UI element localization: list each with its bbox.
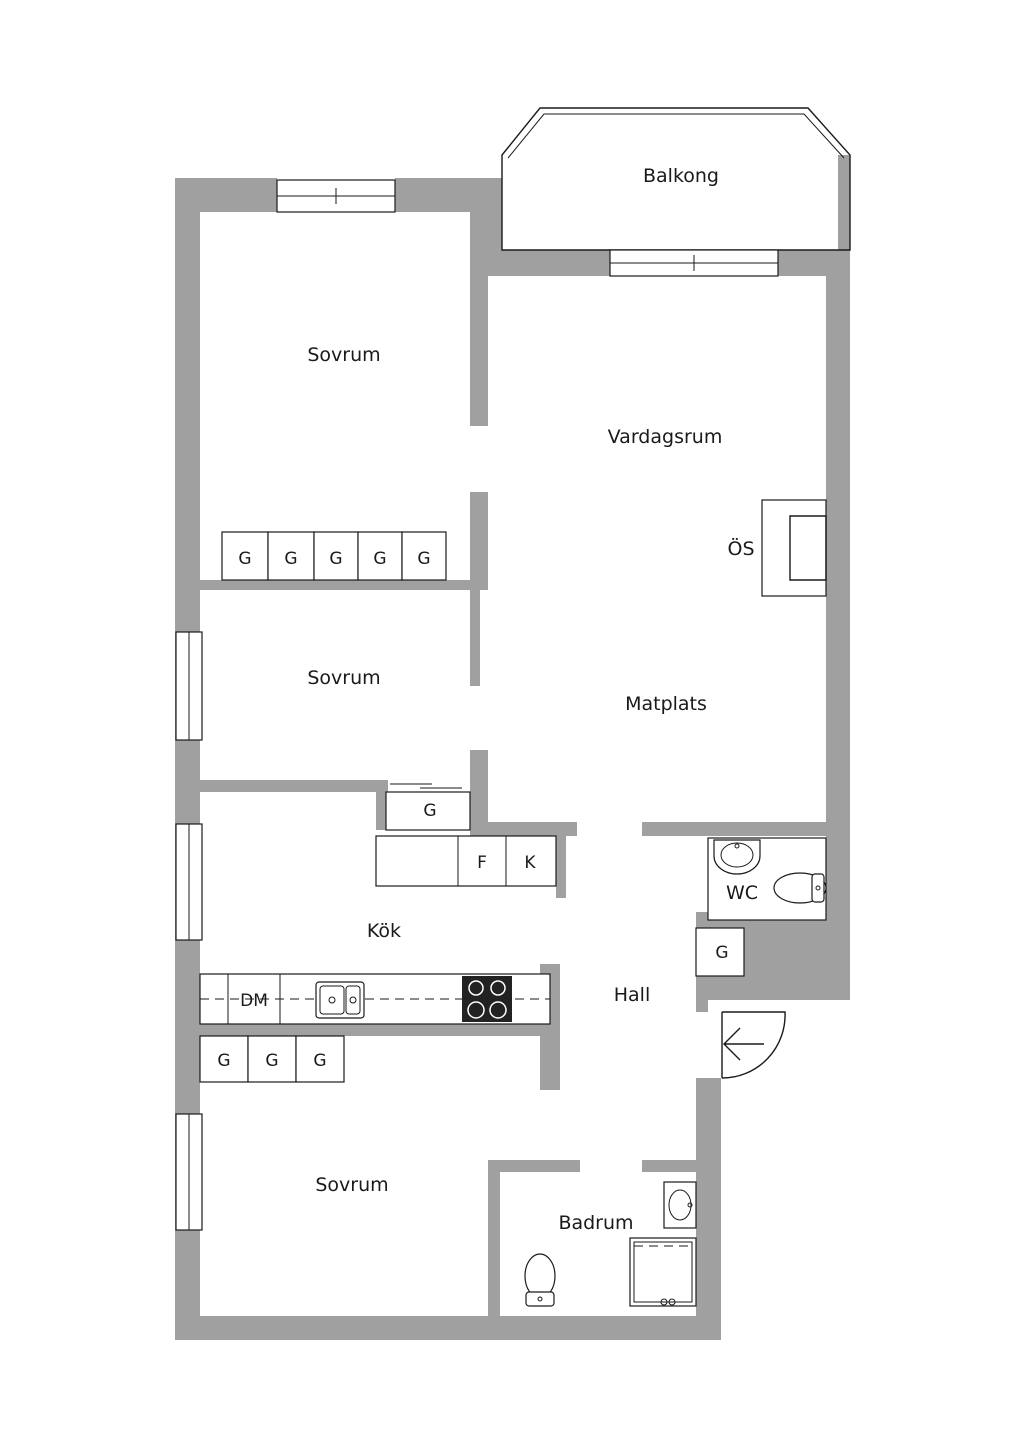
interior-outlines — [175, 107, 851, 1231]
fridge-label: F — [477, 853, 487, 873]
mid-closet: G — [385, 783, 471, 831]
room-label-bedroom-mid: Sovrum — [307, 667, 380, 689]
sink-icon — [315, 981, 365, 1019]
walls — [175, 155, 850, 1340]
room-label-balcony: Balkong — [643, 165, 719, 187]
room-label-dining: Matplats — [625, 693, 707, 715]
wc-fixtures — [713, 839, 827, 904]
kitchen-storage-row: G G G — [199, 1035, 345, 1083]
washbasin-icon — [713, 839, 761, 875]
toilet-icon — [524, 1253, 556, 1307]
closet-label: G — [715, 943, 728, 963]
room-label-hall: Hall — [614, 984, 651, 1006]
storage-label: G — [217, 1051, 230, 1071]
wardrobe-label: G — [417, 549, 430, 569]
closet-label: G — [423, 801, 436, 821]
kitchen-counter: DM — [199, 973, 551, 1025]
room-label-bathroom: Badrum — [558, 1212, 633, 1234]
stove-icon — [462, 976, 512, 1022]
washbasin-icon — [663, 1181, 697, 1229]
room-label-kitchen: Kök — [367, 920, 401, 942]
dishwasher-label: DM — [240, 991, 268, 1011]
storage-label: G — [265, 1051, 278, 1071]
room-labels: Balkong Sovrum Vardagsrum ÖS Sovrum Matp… — [307, 165, 758, 1234]
room-label-bedroom-bottom: Sovrum — [315, 1174, 388, 1196]
fridge-freezer-block: F K — [375, 835, 557, 887]
bathroom-fixtures — [524, 1181, 697, 1307]
wardrobe-label: G — [238, 549, 251, 569]
room-label-living: Vardagsrum — [608, 426, 723, 448]
toilet-icon — [773, 872, 827, 904]
wardrobe-row-top: G G G G G — [221, 531, 447, 581]
wardrobe-label: G — [373, 549, 386, 569]
room-label-bedroom-top: Sovrum — [307, 344, 380, 366]
room-label-stove: ÖS — [727, 537, 754, 560]
wardrobe-label: G — [329, 549, 342, 569]
hall-closet: G — [715, 943, 728, 963]
room-label-wc: WC — [726, 882, 758, 904]
wardrobe-label: G — [284, 549, 297, 569]
shower-icon — [629, 1237, 697, 1307]
freezer-label: K — [524, 853, 536, 873]
storage-label: G — [313, 1051, 326, 1071]
